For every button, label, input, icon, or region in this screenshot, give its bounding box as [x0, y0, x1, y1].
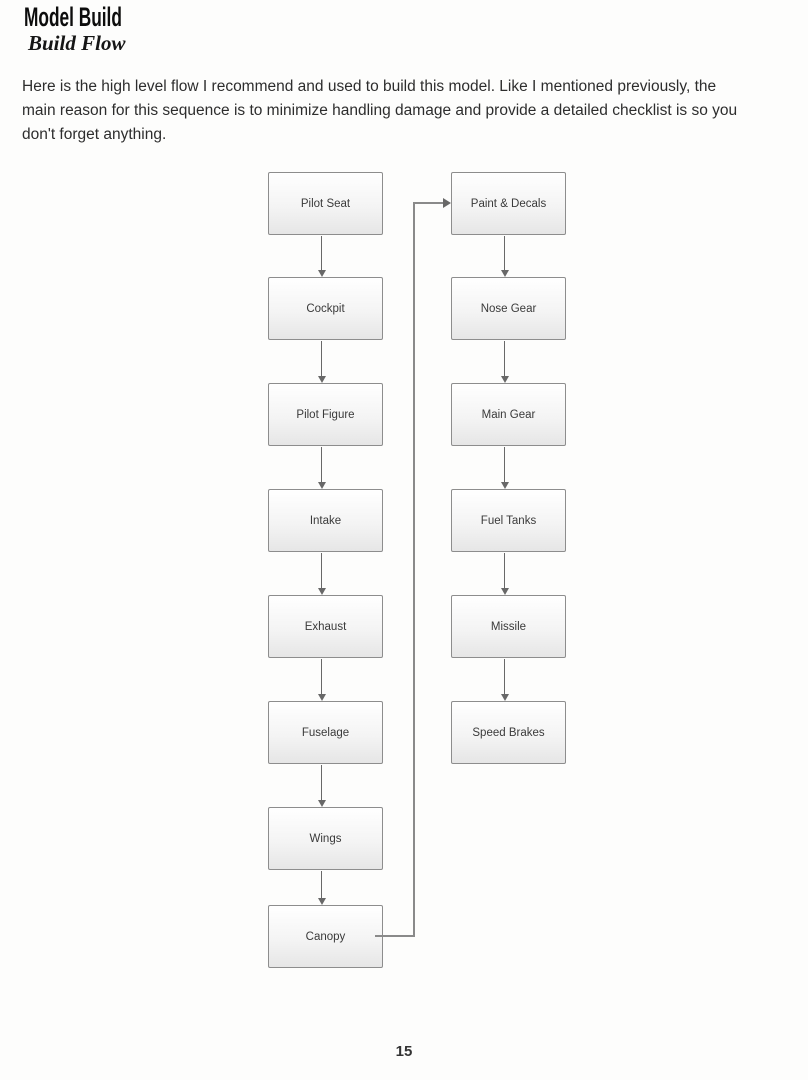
down-arrow-icon: [317, 765, 326, 807]
flow-node-fuel-tanks: Fuel Tanks: [451, 489, 566, 552]
down-arrow-icon: [317, 447, 326, 489]
flow-node-wings: Wings: [268, 807, 383, 870]
connector-canopy-paint-top: [413, 202, 443, 204]
paragraph-line: don't forget anything.: [22, 126, 167, 143]
flow-node-paint-decals: Paint & Decals: [451, 172, 566, 235]
paragraph-line: main reason for this sequence is to mini…: [22, 102, 738, 119]
flow-node-nose-gear: Nose Gear: [451, 277, 566, 340]
down-arrow-icon: [500, 447, 509, 489]
flow-node-exhaust: Exhaust: [268, 595, 383, 658]
down-arrow-icon: [317, 553, 326, 595]
down-arrow-icon: [317, 236, 326, 277]
flow-node-pilot-seat: Pilot Seat: [268, 172, 383, 235]
paragraph-line: Here is the high level flow I recommend …: [22, 78, 717, 95]
flow-node-canopy: Canopy: [268, 905, 383, 968]
flow-node-cockpit: Cockpit: [268, 277, 383, 340]
connector-canopy-paint-vertical: [413, 202, 415, 937]
section-subtitle: Build Flow: [28, 31, 126, 55]
flow-node-pilot-figure: Pilot Figure: [268, 383, 383, 446]
down-arrow-icon: [500, 236, 509, 277]
connector-canopy-paint-bottom: [375, 935, 415, 937]
down-arrow-icon: [317, 659, 326, 701]
intro-paragraph: Here is the high level flow I recommend …: [22, 75, 737, 147]
down-arrow-icon: [500, 553, 509, 595]
down-arrow-icon: [317, 871, 326, 905]
flow-node-missile: Missile: [451, 595, 566, 658]
page-number: 15: [395, 1043, 413, 1060]
down-arrow-icon: [317, 341, 326, 383]
flow-node-main-gear: Main Gear: [451, 383, 566, 446]
down-arrow-icon: [500, 659, 509, 701]
down-arrow-icon: [500, 341, 509, 383]
flow-node-speed-brakes: Speed Brakes: [451, 701, 566, 764]
flow-node-fuselage: Fuselage: [268, 701, 383, 764]
page-title: Model Build: [24, 2, 122, 32]
right-arrow-icon: [443, 198, 451, 208]
flow-node-intake: Intake: [268, 489, 383, 552]
